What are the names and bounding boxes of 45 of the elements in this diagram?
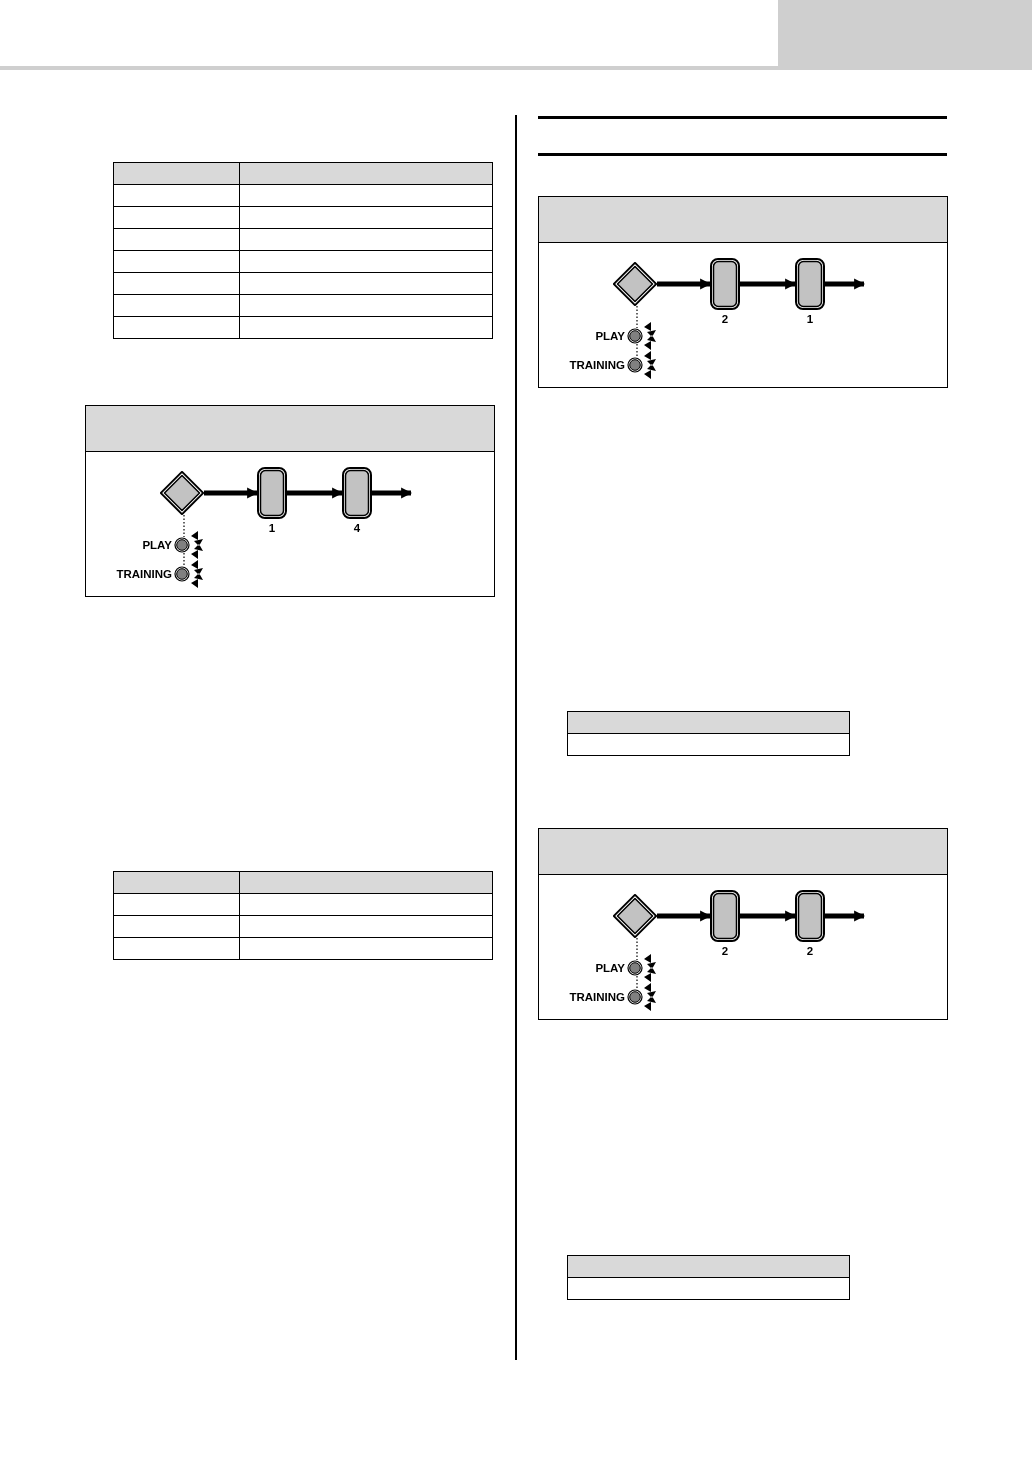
led-label: PLAY (595, 961, 625, 976)
led-indicator (595, 960, 643, 976)
key-number: 4 (352, 522, 362, 534)
diagram-panel (85, 405, 495, 597)
arrow (657, 278, 712, 290)
diagram-panel (538, 828, 948, 1020)
display-key (710, 258, 740, 310)
key-number: 1 (805, 313, 815, 325)
diamond-button (160, 471, 204, 515)
arrow (825, 910, 866, 922)
key-number: 2 (720, 945, 730, 957)
display-key (710, 890, 740, 942)
display-key (795, 890, 825, 942)
arrow (657, 910, 712, 922)
led-indicator (569, 989, 643, 1005)
arrow (204, 487, 259, 499)
dotted-connector (636, 305, 638, 329)
arrow (372, 487, 413, 499)
dotted-connector (183, 552, 185, 567)
key-number: 2 (805, 945, 815, 957)
display-key (342, 467, 372, 519)
display-key (257, 467, 287, 519)
arrow (287, 487, 344, 499)
dotted-connector (183, 514, 185, 538)
led-indicator (116, 566, 190, 582)
dotted-connector (636, 343, 638, 358)
led-label: TRAINING (569, 358, 625, 373)
led-label: PLAY (595, 329, 625, 344)
led-indicator (595, 328, 643, 344)
dotted-connector (636, 975, 638, 990)
arrow (825, 278, 866, 290)
led-label: TRAINING (569, 990, 625, 1005)
key-number: 2 (720, 313, 730, 325)
dotted-connector (636, 937, 638, 961)
diamond-button (613, 262, 657, 306)
diagram-panel (538, 196, 948, 388)
arrow (740, 910, 797, 922)
led-indicator (142, 537, 190, 553)
display-key (795, 258, 825, 310)
led-indicator (569, 357, 643, 373)
arrow (740, 278, 797, 290)
diamond-button (613, 894, 657, 938)
led-label: TRAINING (116, 567, 172, 582)
key-number: 1 (267, 522, 277, 534)
led-label: PLAY (142, 538, 172, 553)
